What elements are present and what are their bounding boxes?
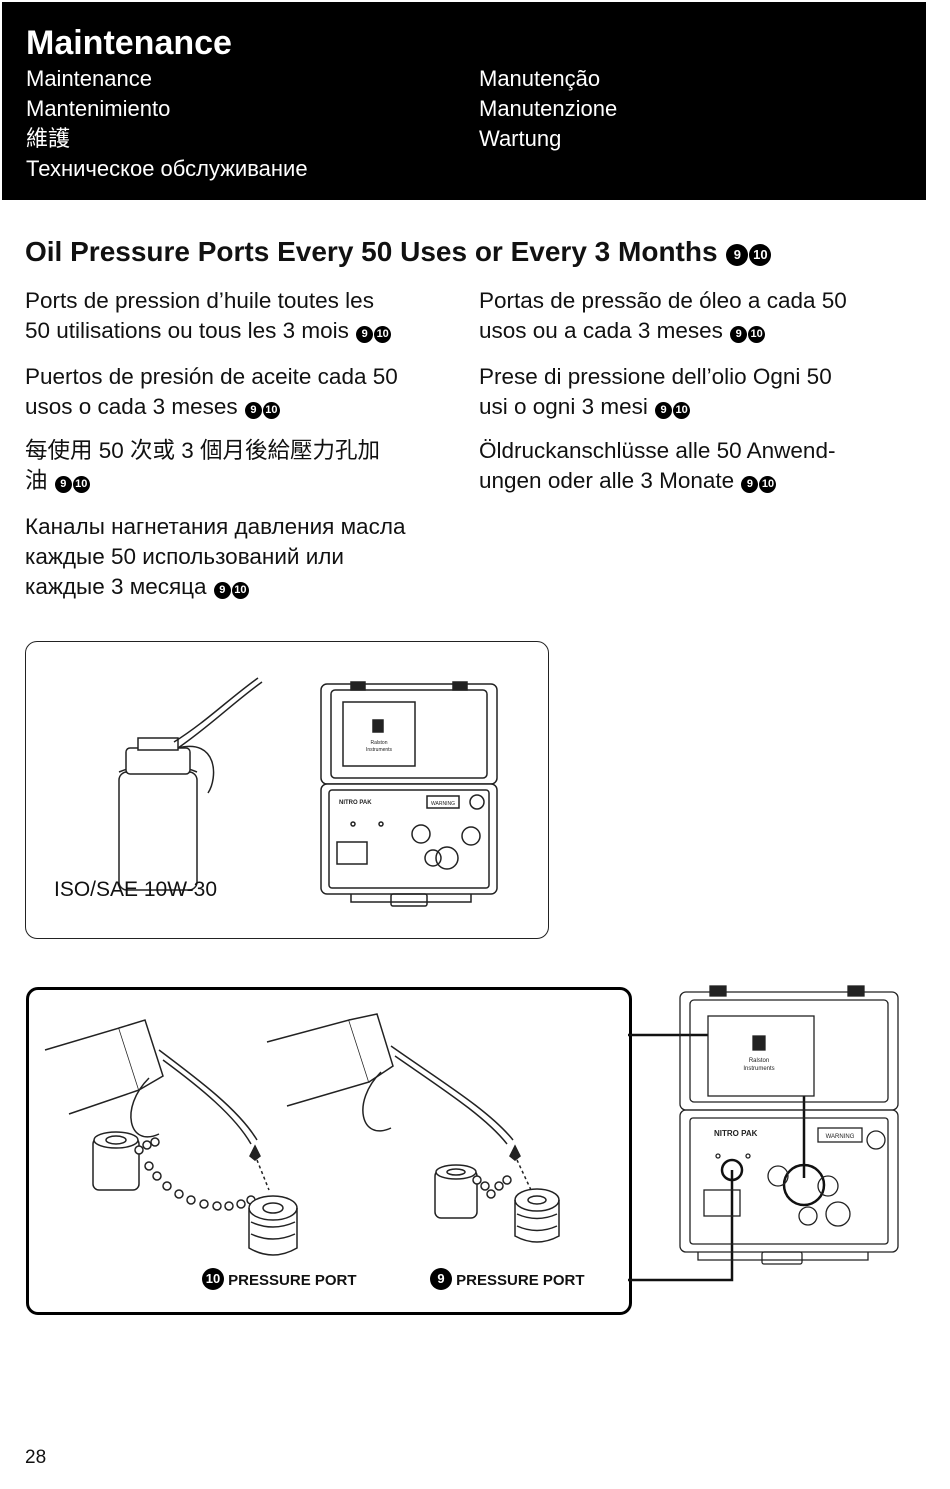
translation-es-line1: Puertos de presión de aceite cada 50 <box>25 364 398 389</box>
badge-10: 10 <box>262 402 280 419</box>
figure-oil-and-case: ISO/SAE 10W-30 Ralston Instruments NITRO… <box>25 641 549 939</box>
section-title-text: Oil Pressure Ports Every 50 Uses or Ever… <box>25 236 718 267</box>
port-badge-10: 10 <box>202 1268 224 1290</box>
header-zh: 維護 <box>26 126 71 151</box>
translation-pt-line2: usos ou a cada 3 meses <box>479 318 723 343</box>
case-warning-label: WARNING <box>431 801 455 807</box>
ralston-logo-icon <box>372 719 384 733</box>
badge-9: 9 <box>741 476 759 493</box>
step-badge-10: 10 <box>749 244 772 266</box>
header-title: Maintenance <box>26 24 232 62</box>
badge-9: 9 <box>730 326 748 343</box>
badge-10: 10 <box>673 402 691 419</box>
case-callout-illustration: Ralston Instruments NITRO PAK WARNING <box>628 985 899 1282</box>
badge-9: 9 <box>213 582 231 599</box>
translation-ru-line1: Каналы нагнетания давления масла <box>25 514 406 539</box>
translation-ru: Каналы нагнетания давления масла каждые … <box>25 512 475 602</box>
port-label-10-text: PRESSURE PORT <box>228 1272 357 1289</box>
case2-brand-line1: Ralston <box>749 1058 769 1064</box>
translation-it-line2: usi o ogni 3 mesi <box>479 394 648 419</box>
port-label-10: 10 PRESSURE PORT <box>201 1268 357 1290</box>
translation-it: Prese di pressione dell’olio Ogni 50 usi… <box>479 362 929 422</box>
case-brand-line2: Instruments <box>366 747 393 753</box>
case-brand-line1: Ralston <box>371 740 388 746</box>
badge-10: 10 <box>231 582 249 599</box>
translation-pt-line1: Portas de pressão de óleo a cada 50 <box>479 288 847 313</box>
translation-de-line1: Öldruckanschlüsse alle 50 Anwend- <box>479 438 836 463</box>
translation-es-line2: usos o cada 3 meses <box>25 394 238 419</box>
pressure-port-illustration <box>44 1013 560 1256</box>
badge-10: 10 <box>748 326 766 343</box>
header-es: Mantenimiento <box>26 96 171 121</box>
oil-can-illustration: ISO/SAE 10W-30 Ralston Instruments NITRO… <box>54 677 498 907</box>
translation-fr-line1: Ports de pression d’huile toutes les <box>25 288 374 313</box>
oil-spec-label: ISO/SAE 10W-30 <box>54 878 217 901</box>
badge-9: 9 <box>655 402 673 419</box>
step-badge-9: 9 <box>726 244 749 266</box>
translation-fr-line2: 50 utilisations ou tous les 3 mois <box>25 318 349 343</box>
translation-pt: Portas de pressão de óleo a cada 50 usos… <box>479 286 929 346</box>
port-label-9-text: PRESSURE PORT <box>456 1272 585 1289</box>
port-badge-9: 9 <box>430 1268 452 1290</box>
case-product-label: NITRO PAK <box>339 800 372 806</box>
header-en: Maintenance <box>26 66 152 91</box>
badge-10: 10 <box>759 476 777 493</box>
header-ru: Техническое обслуживание <box>26 156 308 181</box>
translation-de: Öldruckanschlüsse alle 50 Anwend- ungen … <box>479 436 929 496</box>
badge-9: 9 <box>54 476 72 493</box>
translation-fr: Ports de pression d’huile toutes les 50 … <box>25 286 475 346</box>
translation-zh-line2: 油 <box>25 468 48 493</box>
figure-pressure-ports: 10 PRESSURE PORT 9 PRESSURE PORT <box>26 987 632 1315</box>
translation-zh-line1: 每使用 50 次或 3 個月後給壓力孔加 <box>25 438 381 463</box>
translation-it-line1: Prese di pressione dell’olio Ogni 50 <box>479 364 832 389</box>
section-header: Maintenance Maintenance Mantenimiento 維護… <box>2 2 926 200</box>
page-number: 28 <box>25 1447 47 1468</box>
translation-de-line2: ungen oder alle 3 Monate <box>479 468 735 493</box>
translation-es: Puertos de presión de aceite cada 50 uso… <box>25 362 475 422</box>
case-logo-icon <box>752 1035 766 1051</box>
case2-warning-label: WARNING <box>826 1134 855 1140</box>
header-pt: Manutenção <box>479 66 601 91</box>
header-right-translations: Manutenção Manutenzione Wartung <box>479 64 617 154</box>
badge-10: 10 <box>72 476 90 493</box>
case2-brand-line2: Instruments <box>743 1066 774 1072</box>
header-de: Wartung <box>479 126 562 151</box>
section-title: Oil Pressure Ports Every 50 Uses or Ever… <box>25 236 772 268</box>
port-label-9: 9 PRESSURE PORT <box>429 1268 585 1290</box>
translation-ru-line3: каждые 3 месяца <box>25 574 207 599</box>
case2-product-label: NITRO PAK <box>714 1129 758 1138</box>
header-left-translations: Maintenance Mantenimiento 維護 Техническое… <box>26 64 308 184</box>
badge-9: 9 <box>356 326 374 343</box>
translation-ru-line2: каждые 50 использований или <box>25 544 344 569</box>
badge-10: 10 <box>374 326 392 343</box>
header-it: Manutenzione <box>479 96 618 121</box>
badge-9: 9 <box>244 402 262 419</box>
